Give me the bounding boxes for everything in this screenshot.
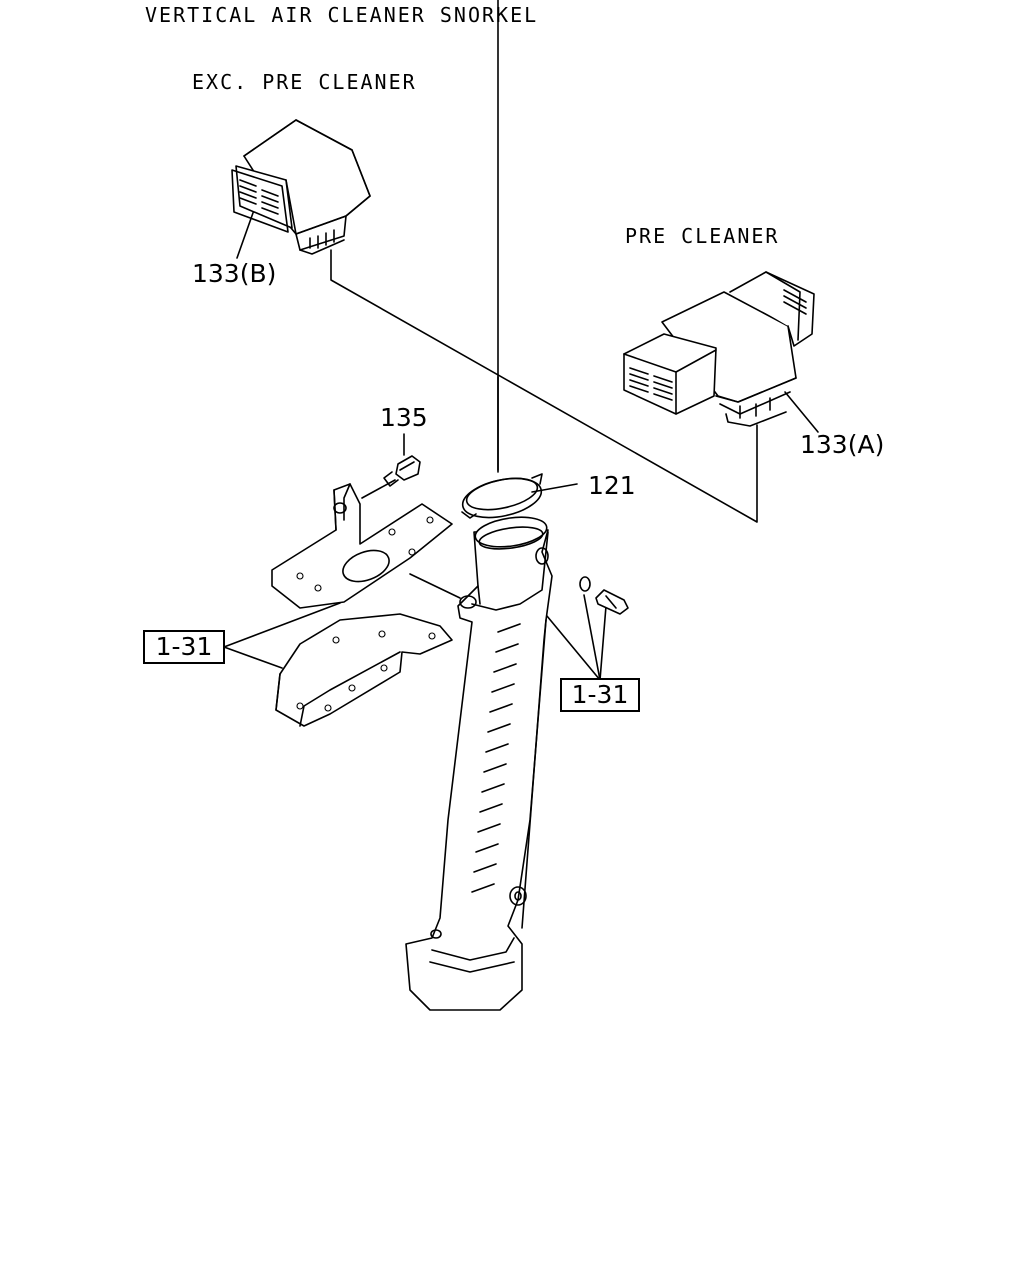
pre-cleaner-133a [623,271,815,427]
part-number-133a: 133(A) [800,430,885,459]
diagram-title: VERTICAL AIR CLEANER SNORKEL [145,3,539,27]
snorkel-duct [405,516,553,1011]
reference-box-left[interactable]: 1-31 [143,630,225,664]
part-number-133b: 133(B) [192,259,277,288]
bolt-135 [383,455,421,487]
label-exc-pre-cleaner: EXC. PRE CLEANER [192,70,417,94]
bracket-lower [275,613,453,727]
bracket-upper [271,483,461,609]
reference-box-right[interactable]: 1-31 [560,678,640,712]
part-number-135: 135 [380,403,428,432]
bolt-washer-right [579,576,629,615]
clamp-121 [461,473,543,519]
part-number-121: 121 [588,471,636,500]
label-pre-cleaner: PRE CLEANER [625,224,780,248]
air-cleaner-cap-133b [231,119,371,255]
